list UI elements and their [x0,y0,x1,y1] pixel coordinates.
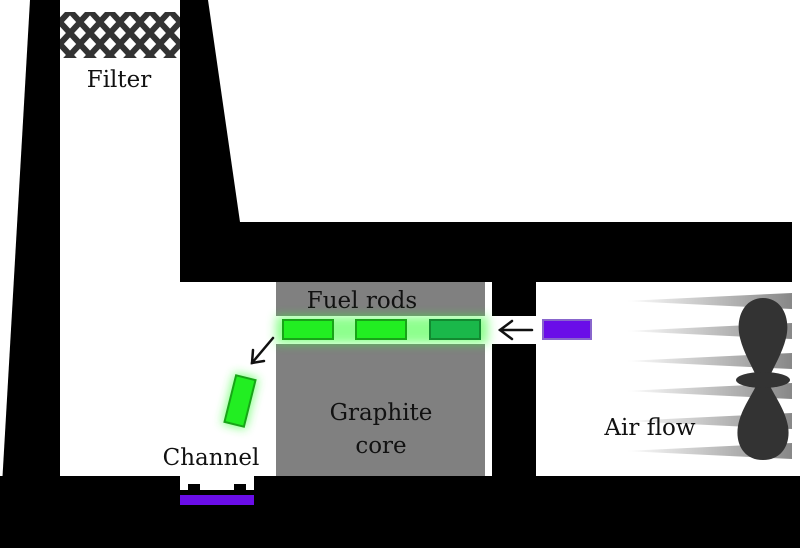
roof-slab [180,222,792,282]
chimney-left-wall [0,0,60,548]
channel-label: Channel [163,445,260,471]
channel-rod [180,495,254,505]
arrow-down-left-icon [250,336,275,365]
channel-trough [188,484,246,498]
chimney-filter [60,12,180,58]
fuel-rod [355,319,407,340]
arrow-left-icon [497,319,534,341]
filter-label: Filter [87,67,152,93]
building-floor [0,476,800,548]
fuel-rod [282,319,334,340]
fuel-rod [429,319,481,340]
air-flow-label: Air flow [603,415,695,441]
graphite-core-label-line2: core [355,433,406,459]
graphite-core [276,282,485,476]
fuel-channel [276,316,536,344]
graphite-core-label-line1: Graphite [330,400,433,426]
chimney-right-wall [180,0,240,282]
ejected-fuel-rod [222,372,258,430]
new-fuel-rod [542,319,592,340]
propeller-icon [736,298,790,460]
pile-cap-wall [492,282,536,478]
fuel-rods-label: Fuel rods [307,288,417,314]
